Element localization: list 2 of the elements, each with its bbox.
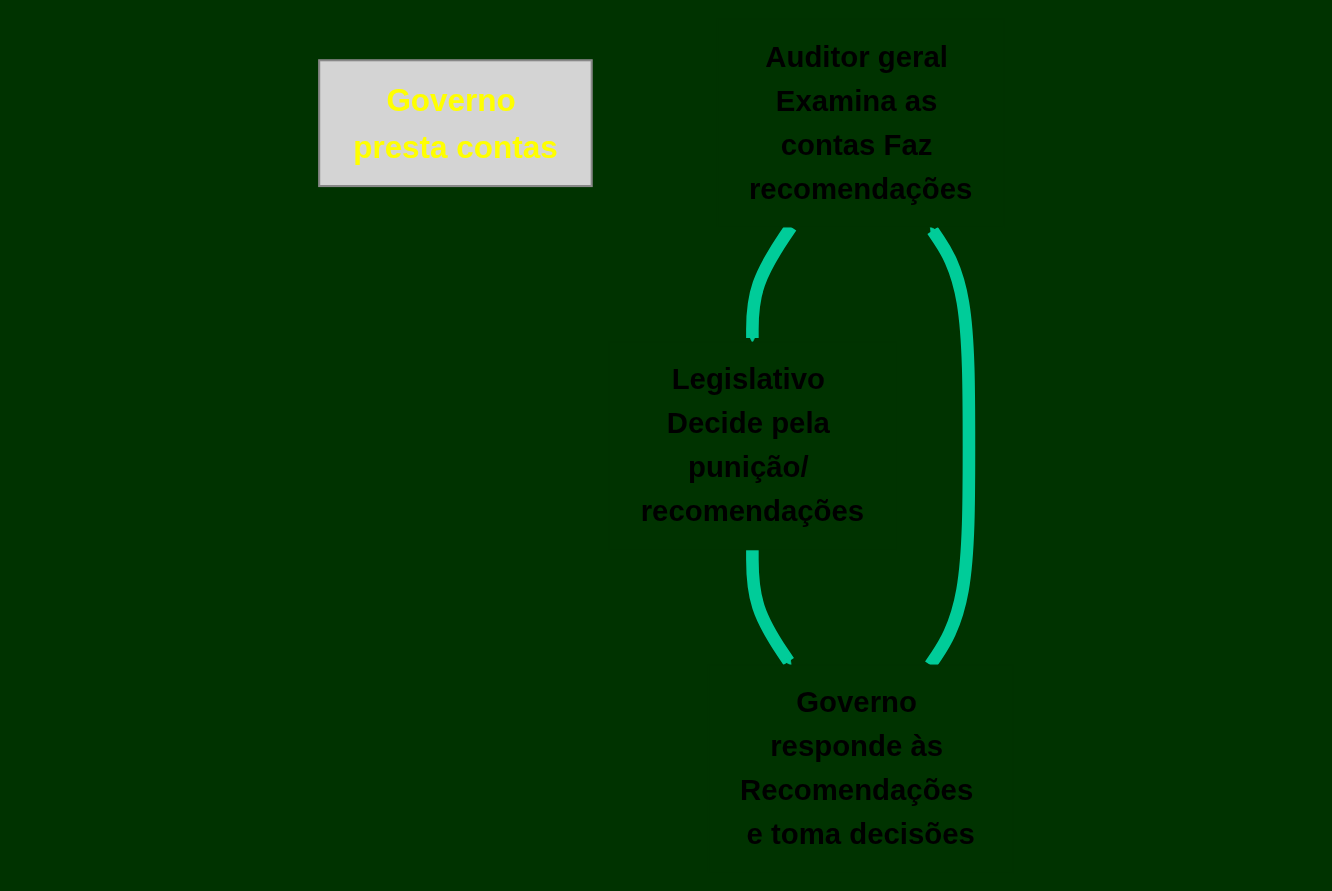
node-box: Governo presta contas: [318, 58, 593, 187]
arrow: [746, 549, 794, 665]
